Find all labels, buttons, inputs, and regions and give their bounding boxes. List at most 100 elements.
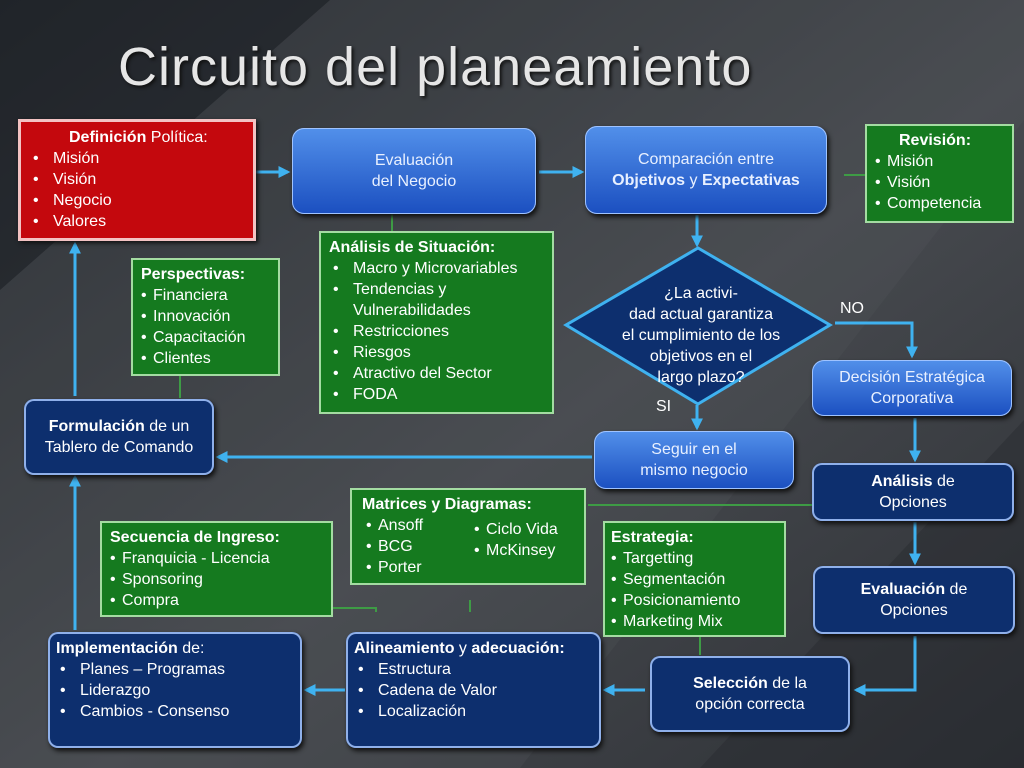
formulacion-line2: Tablero de Comando: [44, 439, 194, 456]
decision-question: ¿La activi- dad actual garantiza el cump…: [600, 283, 802, 388]
list-item: Ciclo Vida: [474, 519, 558, 540]
list-item: Tendencias y: [329, 279, 544, 300]
decision-estrategica-line1: Decisión Estratégica: [839, 369, 985, 386]
question-line: el cumplimiento de los: [621, 327, 781, 344]
definicion-heading: Definición Política:: [69, 129, 208, 146]
list-item-continuation: Vulnerabilidades: [353, 302, 471, 319]
list-item: Porter: [366, 557, 474, 578]
comparacion-box: Comparación entre Objetivos y Expectativ…: [585, 126, 827, 214]
decision-diamond: [563, 246, 833, 406]
list-item: Liderazgo: [56, 680, 294, 701]
list-item: McKinsey: [474, 540, 558, 561]
formulacion-box: Formulación de un Tablero de Comando: [24, 399, 214, 475]
secuencia-list: Franquicia - Licencia Sponsoring Compra: [110, 548, 323, 611]
comparacion-line2: Objetivos y Expectativas: [612, 172, 800, 189]
comparacion-line1: Comparación entre: [637, 151, 775, 168]
list-item: FODA: [329, 384, 544, 405]
secuencia-heading: Secuencia de Ingreso:: [110, 529, 280, 546]
analisis-opciones-box: Análisis de Opciones: [812, 463, 1014, 521]
seleccion-line2: opción correcta: [695, 696, 805, 713]
list-item: Atractivo del Sector: [329, 363, 544, 384]
definicion-list: Misión Visión Negocio Valores: [29, 148, 245, 232]
list-item: Franquicia - Licencia: [110, 548, 323, 569]
list-item: Negocio: [29, 190, 245, 211]
seguir-line2: mismo negocio: [640, 462, 748, 479]
perspectivas-box: Perspectivas: Financiera Innovación Capa…: [131, 258, 280, 376]
question-line: dad actual garantiza: [628, 306, 774, 323]
list-item: Misión: [875, 151, 1004, 172]
list-item: Capacitación: [141, 327, 270, 348]
decision-estrategica-box: Decisión Estratégica Corporativa: [812, 360, 1012, 416]
list-item: Restricciones: [329, 321, 544, 342]
list-item: Ansoff: [366, 515, 474, 536]
list-item: Misión: [29, 148, 245, 169]
list-item: Compra: [110, 590, 323, 611]
seleccion-line1: Selección de la: [693, 675, 807, 692]
secuencia-ingreso-box: Secuencia de Ingreso: Franquicia - Licen…: [100, 521, 333, 617]
formulacion-line1: Formulación de un: [48, 418, 190, 435]
alineamiento-list: Estructura Cadena de Valor Localización: [354, 659, 593, 722]
revision-heading: Revisión:: [899, 132, 972, 149]
list-item: Sponsoring: [110, 569, 323, 590]
evaluacion-opciones-box: Evaluación de Opciones: [813, 566, 1015, 634]
implementacion-list: Planes – Programas Liderazgo Cambios - C…: [56, 659, 294, 722]
estrategia-heading: Estrategia:: [611, 529, 694, 546]
seguir-line1: Seguir en el: [651, 441, 737, 458]
list-item: Innovación: [141, 306, 270, 327]
implementacion-box: Implementación de: Planes – Programas Li…: [48, 632, 302, 748]
revision-list: Misión Visión Competencia: [875, 151, 1004, 214]
perspectivas-list: Financiera Innovación Capacitación Clien…: [141, 285, 270, 369]
matrices-list-1: Ansoff BCG Porter: [366, 515, 474, 578]
no-label: NO: [840, 300, 864, 317]
page-title: Circuito del planeamiento: [118, 37, 753, 97]
analisis-situacion-box: Análisis de Situación: Macro y Microvari…: [319, 231, 554, 414]
list-item: Valores: [29, 211, 245, 232]
green-connectors: [179, 174, 866, 655]
alineamiento-box: Alineamiento y adecuación: Estructura Ca…: [346, 632, 601, 748]
analisis-opciones-line2: Opciones: [879, 494, 947, 511]
evaluacion-opciones-line1: Evaluación de: [860, 581, 968, 598]
analisis-opciones-line1: Análisis de: [871, 473, 955, 490]
list-item: Cadena de Valor: [354, 680, 593, 701]
alineamiento-heading: Alineamiento y adecuación:: [354, 640, 565, 657]
question-line: largo plazo?: [657, 369, 745, 386]
list-item: Macro y Microvariables: [329, 258, 544, 279]
list-item: Riesgos: [329, 342, 544, 363]
list-item: BCG: [366, 536, 474, 557]
question-line: ¿La activi-: [664, 285, 738, 302]
evaluacion-line1: Evaluación: [374, 152, 454, 169]
situacion-heading: Análisis de Situación:: [329, 239, 496, 256]
list-item: Cambios - Consenso: [56, 701, 294, 722]
list-item: Posicionamiento: [611, 590, 778, 611]
seleccion-box: Selección de la opción correcta: [650, 656, 850, 732]
estrategia-list: Targetting Segmentación Posicionamiento …: [611, 548, 778, 632]
question-line: objetivos en el: [649, 348, 753, 365]
list-item: Marketing Mix: [611, 611, 778, 632]
blue-arrows: [69, 166, 921, 696]
si-label: SI: [656, 398, 672, 415]
list-item: Visión: [29, 169, 245, 190]
list-item: Competencia: [875, 193, 1004, 214]
estrategia-box: Estrategia: Targetting Segmentación Posi…: [603, 521, 786, 637]
situacion-list: Macro y Microvariables Tendencias y Vuln…: [329, 258, 544, 405]
definicion-politica-box: Definición Política: Misión Visión Negoc…: [18, 119, 256, 241]
matrices-heading: Matrices y Diagramas:: [362, 496, 532, 513]
matrices-list-2: Ciclo Vida McKinsey: [474, 519, 558, 578]
evaluacion-negocio-box: Evaluación del Negocio: [292, 128, 536, 214]
revision-box: Revisión: Misión Visión Competencia: [865, 124, 1014, 223]
list-item: Visión: [875, 172, 1004, 193]
evaluacion-opciones-line2: Opciones: [880, 602, 948, 619]
list-item: Financiera: [141, 285, 270, 306]
decision-estrategica-line2: Corporativa: [870, 390, 954, 407]
matrices-box: Matrices y Diagramas: Ansoff BCG Porter …: [350, 488, 586, 585]
list-item: Localización: [354, 701, 593, 722]
seguir-negocio-box: Seguir en el mismo negocio: [594, 431, 794, 489]
list-item: Segmentación: [611, 569, 778, 590]
list-item: Clientes: [141, 348, 270, 369]
evaluacion-line2: del Negocio: [371, 173, 457, 190]
implementacion-heading: Implementación de:: [56, 640, 205, 657]
perspectivas-heading: Perspectivas:: [141, 266, 246, 283]
list-item: Planes – Programas: [56, 659, 294, 680]
list-item: Targetting: [611, 548, 778, 569]
